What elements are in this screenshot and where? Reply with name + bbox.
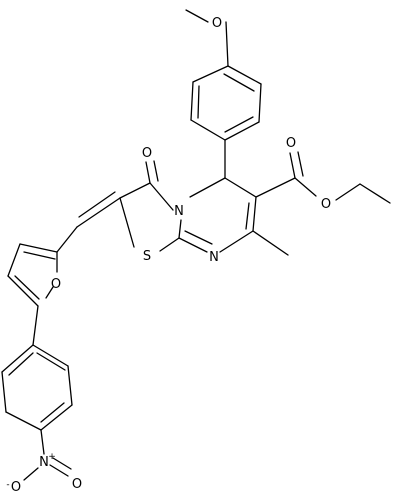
atom-nitro-n: N [39, 455, 49, 470]
thiazole-ring [119, 182, 180, 252]
bond-nitro-o-upper-2 [52, 457, 72, 470]
bond-ch-furan [56, 226, 78, 253]
bond-ester-o [294, 177, 317, 197]
bond-ester-co-2 [297, 151, 304, 177]
bond-ester-co-1 [289, 152, 296, 179]
bond-methoxy-ch3 [185, 9, 209, 23]
atom-imine-n: N [209, 250, 219, 265]
bond-exo-1 [76, 197, 121, 228]
atom-nitro-o-lower-charge: - [6, 480, 9, 490]
atom-nitro-o-upper: O [72, 477, 82, 492]
atom-nitro-o-lower: O [11, 480, 21, 495]
atom-ring-n: N [174, 204, 184, 219]
pyrimidine-ring [178, 177, 257, 253]
atom-furan-o: O [51, 277, 61, 292]
nitrophenyl-ring [1, 344, 73, 431]
bond-ketone-2 [153, 160, 159, 182]
methoxyphenyl-ring [190, 65, 262, 141]
atom-methoxy-o: O [212, 16, 222, 31]
bond-nitro-o-lower [23, 467, 39, 481]
bond-ring-methyl [252, 230, 289, 256]
atom-ketone-o: O [142, 146, 152, 161]
bond-nitro-o-upper-1 [49, 464, 69, 477]
atom-ester-ether-o: O [321, 197, 331, 212]
atom-ring-s: S [143, 249, 151, 264]
bonds [1, 9, 391, 481]
bond-methoxy-o-ring [225, 21, 229, 67]
bond-exo-2 [78, 191, 116, 218]
bond-aryl-nitro [40, 429, 45, 455]
bond-ethyl-2 [359, 183, 391, 204]
furan-ring [7, 243, 58, 307]
atom-labels: O O O O N S N O N + O O - [6, 16, 331, 495]
bond-ketone-1 [145, 161, 151, 184]
bond-furan-aryl [32, 305, 39, 346]
atom-nitro-n-charge: + [48, 452, 56, 462]
bond-ethyl-1 [335, 183, 361, 201]
bond-ester-c [255, 177, 296, 198]
atom-ester-carbonyl-o: O [286, 136, 296, 151]
